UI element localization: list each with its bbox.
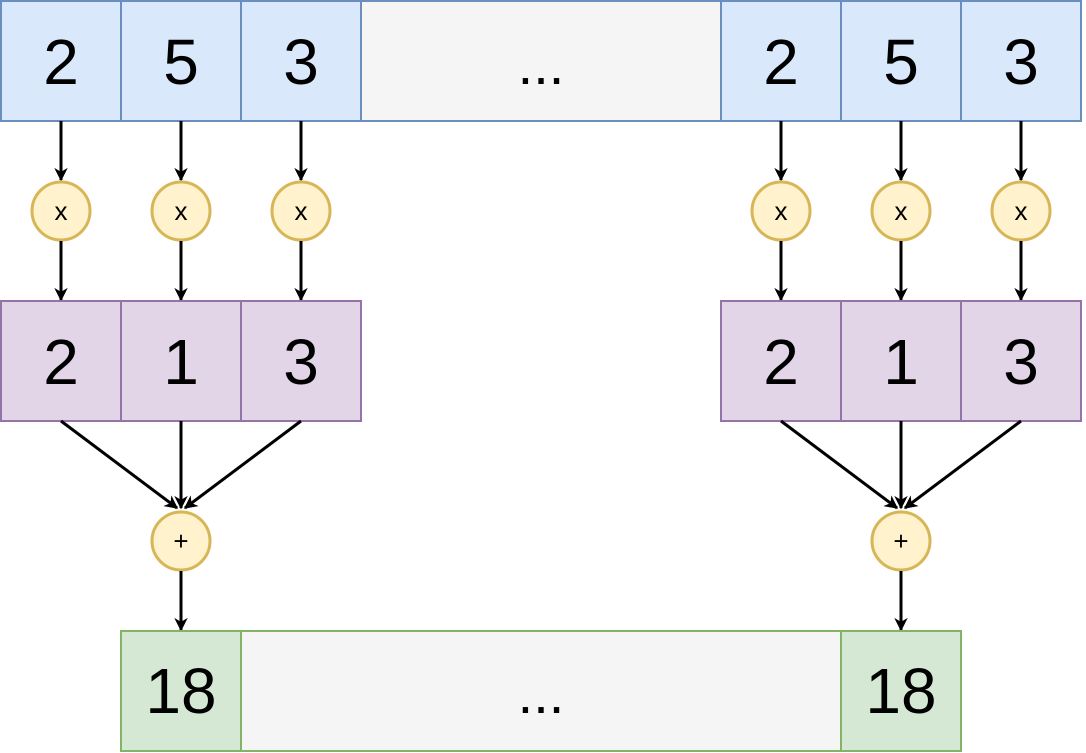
multiply-symbol: x	[895, 196, 908, 226]
kernel-to-sum-arrows	[60, 419, 1022, 510]
sum-operator: +	[150, 510, 212, 572]
multiply-symbol: x	[55, 196, 68, 226]
output-ellipsis: ...	[518, 662, 565, 725]
arrow	[780, 419, 899, 510]
multiply-symbol: x	[775, 196, 788, 226]
multiply-operator: x	[30, 180, 92, 242]
kernel-cell: 3	[240, 300, 362, 422]
kernel-cell: 1	[840, 300, 962, 422]
input-ellipsis-block: ...	[360, 0, 722, 122]
multiply-operator: x	[990, 180, 1052, 242]
input-to-multiply-arrows	[54, 121, 1028, 182]
output-ellipsis-block: ...	[240, 630, 842, 752]
kernel-cell-value: 1	[883, 326, 919, 398]
output-cell-value: 18	[145, 655, 216, 727]
multiply-operator: x	[870, 180, 932, 242]
multiply-operators: x x x x x x	[30, 180, 1052, 242]
input-row: 2 5 3 ... 2 5 3	[0, 0, 1082, 122]
input-cell: 5	[120, 0, 242, 122]
kernel-cell: 2	[720, 300, 842, 422]
arrow	[60, 419, 179, 510]
output-row: 18 ... 18	[120, 630, 962, 752]
output-cell-value: 18	[865, 655, 936, 727]
multiply-symbol: x	[295, 196, 308, 226]
multiply-operator: x	[270, 180, 332, 242]
sum-operators: + +	[150, 510, 932, 572]
input-cell-value: 3	[1003, 26, 1039, 98]
input-cell-value: 2	[763, 26, 799, 98]
kernel-right: 2 1 3	[720, 300, 1082, 422]
sum-symbol: +	[173, 526, 188, 556]
kernel-cell-value: 3	[1003, 326, 1039, 398]
sum-operator: +	[870, 510, 932, 572]
input-cell-value: 2	[43, 26, 79, 98]
multiply-symbol: x	[1015, 196, 1028, 226]
kernel-cell: 1	[120, 300, 242, 422]
kernel-cell-value: 3	[283, 326, 319, 398]
multiply-operator: x	[150, 180, 212, 242]
kernel-cell-value: 2	[43, 326, 79, 398]
input-cell: 2	[0, 0, 122, 122]
input-cell-value: 3	[283, 26, 319, 98]
sum-to-output-arrows	[174, 571, 908, 632]
input-cell: 3	[240, 0, 362, 122]
output-cell: 18	[120, 630, 242, 752]
output-cell: 18	[840, 630, 962, 752]
multiply-operator: x	[750, 180, 812, 242]
input-cell: 2	[720, 0, 842, 122]
arrow	[903, 419, 1022, 510]
kernel-cell-value: 1	[163, 326, 199, 398]
kernel-cell-value: 2	[763, 326, 799, 398]
multiply-symbol: x	[175, 196, 188, 226]
input-cell-value: 5	[163, 26, 199, 98]
kernel-cell: 2	[0, 300, 122, 422]
arrow	[183, 419, 302, 510]
input-ellipsis: ...	[518, 33, 565, 96]
multiply-to-kernel-arrows	[54, 241, 1028, 302]
kernel-cell: 3	[960, 300, 1082, 422]
input-cell: 3	[960, 0, 1082, 122]
input-cell: 5	[840, 0, 962, 122]
sum-symbol: +	[893, 526, 908, 556]
input-cell-value: 5	[883, 26, 919, 98]
kernel-left: 2 1 3	[0, 300, 362, 422]
